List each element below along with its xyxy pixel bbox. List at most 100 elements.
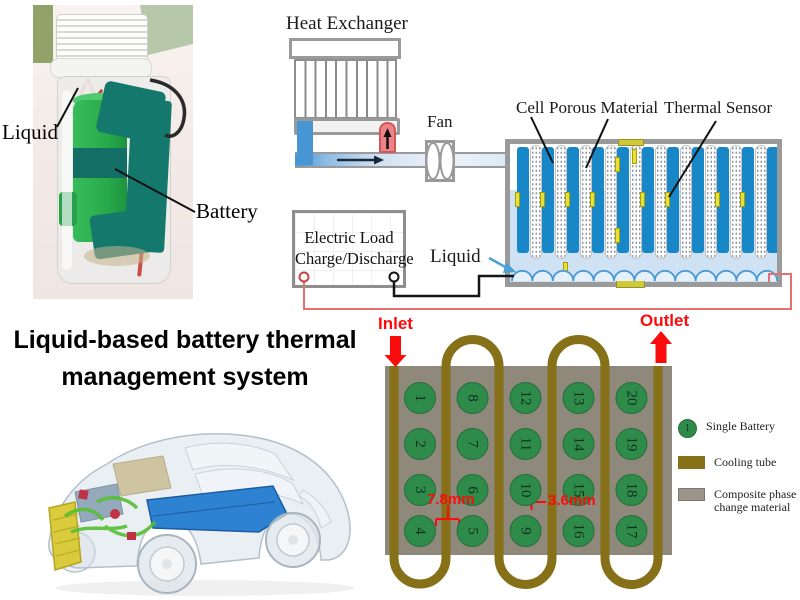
dim-7-8mm-mark (435, 505, 460, 526)
cell-column (517, 147, 529, 253)
svg-text:10: 10 (518, 483, 534, 498)
legend-label: Cooling tube (714, 455, 777, 469)
battery-facet-line (152, 501, 276, 517)
svg-text:7: 7 (465, 440, 481, 448)
thermal-sensor (615, 157, 620, 172)
porous-material-column (554, 145, 567, 259)
svg-text:20: 20 (624, 391, 640, 406)
car-windshield (184, 442, 295, 482)
photo-background-object (33, 5, 53, 63)
car-body (48, 433, 351, 569)
svg-text:18: 18 (624, 483, 640, 498)
single-battery-7: 7 (456, 428, 489, 460)
single-battery-18: 18 (615, 474, 648, 506)
porous-material-column (529, 145, 542, 259)
svg-text:16: 16 (571, 524, 587, 540)
liquid-photo-label: Liquid (2, 120, 58, 144)
red-component (110, 509, 120, 519)
thermal-sensor (640, 192, 645, 207)
single-battery-11: 11 (509, 428, 542, 460)
thermal-sensor (563, 262, 568, 277)
rear-wheel (265, 512, 321, 568)
single-battery-8: 8 (456, 382, 489, 414)
cell-column (742, 147, 754, 253)
radiator-fins (52, 513, 81, 557)
single-battery-14: 14 (562, 428, 595, 460)
inlet-arrow-icon (384, 336, 407, 367)
vial-bottom-residue (84, 246, 150, 266)
single-battery-17: 17 (615, 515, 648, 547)
title-line2: management system (61, 363, 309, 391)
thermal-sensor-bottom (616, 280, 645, 288)
svg-text:12: 12 (518, 391, 534, 406)
thermal-sensor (515, 192, 520, 207)
thermal-sensor (715, 192, 720, 207)
svg-text:3: 3 (412, 486, 428, 494)
cell-column (767, 147, 777, 253)
porous-material-column (604, 145, 617, 259)
coolant-pipe (295, 152, 508, 168)
heat-exchanger-fins (294, 59, 397, 119)
battery-photo-label: Battery (196, 199, 258, 223)
svg-text:8: 8 (465, 394, 481, 402)
electric-load-box: Electric Load Charge/Discharge (292, 210, 414, 288)
red-component (78, 489, 89, 500)
vial-cap (56, 14, 148, 62)
transparent-car-illustration (48, 433, 355, 596)
composite-pcm-block (385, 366, 672, 555)
liquid-schematic-label: Liquid (430, 246, 481, 267)
cell-column (592, 147, 604, 253)
inlet-label: Inlet (378, 314, 413, 333)
svg-text:9: 9 (518, 527, 534, 535)
porous-material-label: Porous Material (549, 98, 659, 117)
svg-text:1: 1 (412, 394, 428, 402)
thermal-sensor (565, 192, 570, 207)
dimension-7-8mm-label: 7.8mm (427, 491, 475, 508)
single-battery-12: 12 (509, 382, 542, 414)
black-wire (392, 274, 514, 298)
thermal-sensor-label: Thermal Sensor (664, 98, 773, 117)
serpentine-cooling-tube (389, 335, 663, 589)
svg-text:2: 2 (412, 440, 428, 448)
svg-text:17: 17 (624, 524, 640, 540)
car-rear-window (298, 489, 332, 529)
figure-title: Liquid-based battery thermal management … (5, 322, 365, 396)
cell-label: Cell (516, 98, 545, 117)
thermal-sensor (665, 192, 670, 207)
svg-text:13: 13 (571, 391, 587, 406)
coolant-hoses (64, 496, 157, 538)
cell-column (617, 147, 629, 253)
cell-column (567, 147, 579, 253)
battery-pack-schematic (505, 139, 782, 287)
single-battery-20: 20 (615, 382, 648, 414)
composite-pcm-swatch (678, 487, 705, 501)
single-battery-9: 9 (509, 515, 542, 547)
porous-material-column (579, 145, 592, 259)
radiator (48, 501, 82, 571)
engine-cover (112, 455, 172, 497)
red-component (127, 532, 136, 540)
fan-housing (425, 140, 455, 182)
car-shadow (55, 580, 355, 596)
porous-material-column (754, 145, 767, 259)
heat-exchanger-label: Heat Exchanger (286, 13, 408, 34)
svg-text:19: 19 (624, 437, 640, 452)
electric-load-line2: Charge/Discharge (295, 249, 414, 268)
thermal-sensor (615, 228, 620, 243)
single-battery-2: 2 (404, 428, 436, 460)
thermal-sensor (632, 149, 637, 164)
single-battery-1: 1 (404, 382, 436, 414)
heat-exchanger-bottom-tank (294, 118, 400, 135)
porous-material-column (679, 145, 692, 259)
teal-tape-band (73, 148, 127, 178)
fan-label: Fan (427, 112, 453, 131)
cooling-tube-swatch (678, 456, 705, 469)
glass-highlight (62, 90, 72, 270)
vial-cap-collar (50, 58, 152, 78)
dimension-3-6mm-label: 3.6mm (548, 492, 596, 509)
thermal-sensor-top (618, 139, 644, 146)
legend-item-cooling-tube: Cooling tube (678, 455, 798, 470)
